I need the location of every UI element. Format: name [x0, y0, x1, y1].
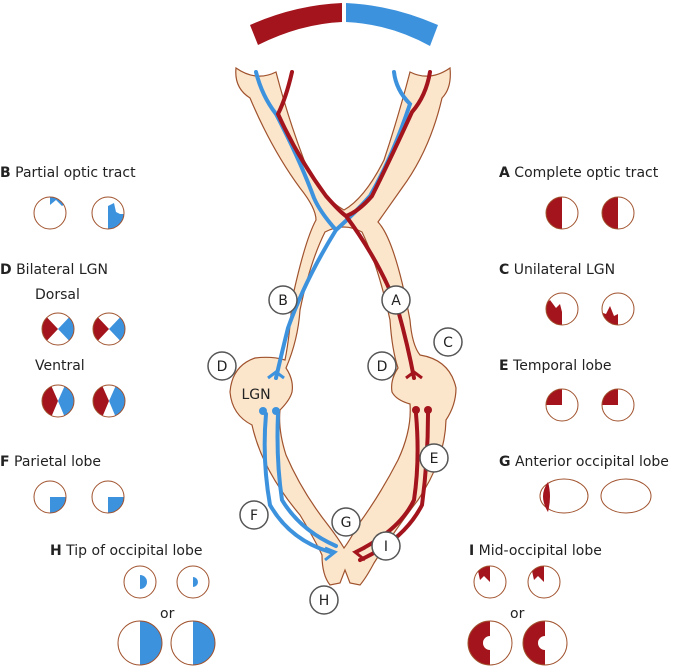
field-g-right [600, 478, 652, 514]
node-d-right: D [367, 351, 397, 381]
label-a: A Complete optic tract [499, 165, 659, 181]
field-c-left [545, 292, 579, 326]
svg-text:G: G [341, 515, 352, 531]
label-d-ventral: Ventral [35, 358, 85, 374]
node-c: C [433, 327, 463, 357]
node-i: I [371, 531, 401, 561]
node-b: B [268, 285, 298, 315]
inner-loop [279, 226, 411, 550]
label-f: F Parietal lobe [0, 454, 102, 470]
field-g-left [539, 478, 589, 514]
node-h: H [309, 585, 339, 615]
field-d-ventral-left [41, 384, 75, 418]
node-f: F [239, 500, 269, 530]
label-d-dorsal: Dorsal [35, 287, 80, 303]
label-i-or: or [510, 606, 525, 622]
field-h-small-left [123, 565, 157, 599]
visual-field-right-arc [346, 3, 438, 46]
lgn-label: LGN [241, 387, 270, 403]
svg-text:B: B [278, 293, 288, 309]
node-d-left: D [207, 351, 237, 381]
field-d-ventral-right [92, 384, 126, 418]
svg-text:F: F [250, 508, 258, 524]
pathway-nodes: B A C D D E F G I H LGN [207, 285, 463, 615]
field-c-right [601, 292, 635, 326]
field-a-left [545, 196, 579, 230]
svg-text:I: I [384, 539, 388, 555]
label-i: I Mid-occipital lobe [469, 543, 602, 559]
field-f-left [33, 480, 67, 514]
label-e: E Temporal lobe [499, 358, 612, 374]
svg-text:E: E [430, 451, 439, 467]
field-h-large-right [170, 620, 216, 666]
field-h-large-left [117, 620, 163, 666]
visual-field-left-arc [250, 3, 342, 45]
field-a-right [601, 196, 635, 230]
label-h: H Tip of occipital lobe [50, 543, 203, 559]
field-i-small-right [527, 565, 561, 599]
field-i-large-left [467, 620, 513, 666]
field-i-small-left [473, 565, 507, 599]
node-a: A [381, 285, 411, 315]
field-b-left [33, 196, 67, 230]
field-e-right [601, 388, 635, 422]
field-h-small-right [176, 565, 210, 599]
field-b-right [91, 196, 125, 230]
svg-text:A: A [391, 293, 401, 309]
svg-text:H: H [319, 593, 330, 609]
svg-text:D: D [377, 359, 388, 375]
svg-text:D: D [217, 359, 228, 375]
svg-text:C: C [443, 335, 453, 351]
field-e-left [545, 388, 579, 422]
node-g: G [331, 507, 361, 537]
label-g: G Anterior occipital lobe [499, 454, 669, 470]
label-c: C Unilateral LGN [499, 262, 616, 278]
label-b: B Partial optic tract [0, 165, 136, 181]
field-i-large-right [522, 620, 568, 666]
label-h-or: or [160, 606, 175, 622]
node-e: E [419, 443, 449, 473]
label-d: D Bilateral LGN [0, 262, 108, 278]
field-d-dorsal-right [92, 312, 126, 346]
field-d-dorsal-left [41, 312, 75, 346]
field-f-right [91, 480, 125, 514]
